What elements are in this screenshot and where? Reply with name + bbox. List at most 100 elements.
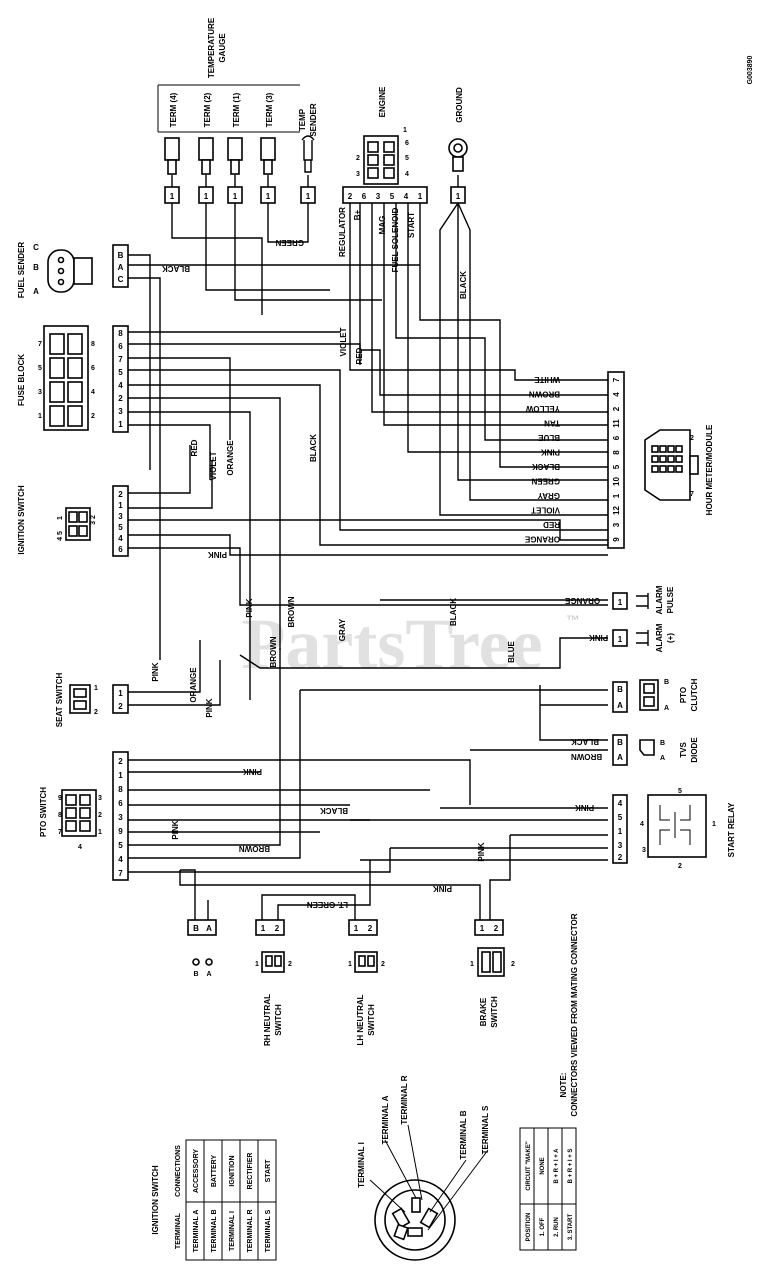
table-cell: START	[265, 1159, 272, 1183]
tvs-wire-black: BLACK	[571, 737, 599, 746]
alarm-plus-wire: PINK	[589, 633, 608, 642]
alarm-pulse: 1 ORANGE ALARM PULSE	[564, 585, 675, 614]
lh-plug-icon	[354, 951, 378, 973]
fuse-block-icon	[43, 325, 89, 431]
note-line-1: NOTE:	[559, 1073, 568, 1098]
lh-pin: 1	[354, 924, 359, 933]
fuse-num: 4	[91, 389, 95, 396]
ignition-label: 3 2	[90, 515, 97, 525]
hour-meter-wire-gray: GRAY	[537, 491, 560, 500]
hour-meter-pin: 2	[612, 406, 621, 411]
ignition-pin: 2	[118, 490, 123, 499]
fuse-pin: 5	[118, 368, 123, 377]
table-cell: 2. RUN	[554, 1217, 560, 1237]
wire-label-black: BLACK	[309, 434, 318, 462]
hour-meter-wire-green: GREEN	[531, 477, 560, 486]
fuse-pin: 2	[118, 394, 123, 403]
table-cell: CONNECTIONS	[175, 1145, 182, 1197]
alarm-plus-title-1: ALARM	[655, 623, 664, 652]
brake-label: 2	[511, 961, 515, 968]
brake-title-2: SWITCH	[490, 996, 499, 1028]
hour-meter-wire-brown: BROWN	[529, 390, 560, 399]
pto-switch-pin: 6	[118, 799, 123, 808]
pto-switch-pin: 4	[118, 855, 123, 864]
hour-meter-wire-black: BLACK	[532, 462, 560, 471]
pto-switch-pin: 2	[118, 757, 123, 766]
table-cell: 1. OFF	[540, 1217, 546, 1236]
spade-terminal-icon	[164, 137, 276, 175]
pto-switch-side: 4	[78, 844, 82, 851]
tvs-label: B	[660, 740, 665, 747]
wire-label-pink: PINK	[205, 698, 214, 717]
ignition-table-title: IGNITION SWITCH	[151, 1165, 160, 1235]
ground-ring-icon	[448, 138, 468, 172]
relay-num: 4	[640, 821, 644, 828]
pto-switch-pin: 1	[118, 771, 123, 780]
brake-title-1: BRAKE	[479, 997, 488, 1026]
fuel-sender: FUEL SENDER A B C C A B	[17, 242, 129, 299]
temp-sender-pin: 1	[306, 192, 311, 201]
fuel-sender-pin: B	[118, 251, 124, 260]
wire-label-red: RED	[190, 439, 199, 456]
hour-meter-wire-violet: VIOLET	[531, 506, 560, 515]
wire-label-pink: PINK	[151, 662, 160, 681]
temp-sender-title-1: TEMP	[298, 108, 307, 131]
wire-label-black: BLACK	[449, 598, 458, 626]
temp-gauge-term-2: TERM (2)	[203, 92, 212, 127]
ignition-label: 1	[57, 516, 64, 520]
temp-sender: TEMP SENDER 1	[298, 103, 318, 204]
hour-meter-title: HOUR METER/MODULE	[705, 424, 714, 515]
table-cell: TERMINAL A	[193, 1210, 200, 1253]
pto-clutch-label: B	[664, 679, 669, 686]
start-relay-pin: 5	[618, 813, 623, 822]
pto-switch-grid: 7	[58, 829, 62, 836]
temp-gauge-connectors: 1 1 1 1	[164, 186, 276, 204]
ground: GROUND 1	[448, 87, 468, 204]
brake-pin: 1	[480, 924, 485, 933]
hour-meter-pin: 10	[612, 477, 621, 486]
fuse-num: 1	[38, 413, 42, 420]
hour-meter-wire-colors: WHITEBROWNYELLOWTANBLUEPINKBLACKGREENGRA…	[524, 375, 560, 544]
ground-pin: 1	[456, 192, 461, 201]
alarm-plus-pin: 1	[618, 635, 623, 644]
tvs-label: A	[660, 755, 665, 762]
wires	[128, 84, 608, 920]
pto-switch-pin: 5	[118, 841, 123, 850]
ignition-switch-face: TERMINAL I TERMINAL A TERMINAL R TERMINA…	[357, 1075, 490, 1261]
diode-icon	[639, 739, 655, 756]
engine-plug-pin: 2	[356, 155, 360, 162]
alarm-pulse-pin: 1	[618, 598, 623, 607]
pin-label: 1	[233, 192, 238, 201]
hour-meter-pin: 8	[612, 450, 621, 455]
pin-label: 1	[204, 192, 209, 201]
seat-switch: SEAT SWITCH 1 2 1 2	[55, 673, 129, 727]
lh-neutral-switch: 1 2 1 2 LH NEUTRAL SWITCH	[348, 919, 385, 1046]
tvs-title-1: TVS	[679, 742, 688, 758]
pto-clutch-title-1: PTO	[679, 687, 688, 703]
lh-pin: 2	[368, 924, 373, 933]
start-relay-title: START RELAY	[727, 802, 736, 857]
wire-label-pink: PINK	[243, 767, 262, 776]
table-cell: POSITION	[526, 1213, 532, 1242]
engine-plug-pin: 1	[403, 127, 407, 134]
fuel-sender-label: A	[33, 287, 39, 296]
rh-title-2: SWITCH	[274, 1004, 283, 1036]
note: NOTE: CONNECTORS VIEWED FROM MATING CONN…	[559, 913, 579, 1116]
terminal-label: TERMINAL R	[400, 1075, 409, 1124]
fuel-sender-title: FUEL SENDER	[17, 242, 26, 299]
fuse-num: 5	[38, 365, 42, 372]
temp-gauge-title-2: GAUGE	[218, 33, 227, 63]
tvs-pin: B	[617, 738, 623, 747]
seat-switch-plug-icon	[69, 684, 91, 714]
alarm-terminal-icon	[636, 630, 649, 646]
pto-switch-grid: 1	[98, 829, 102, 836]
engine-plug-pin: 6	[405, 140, 409, 147]
pto-switch-pin: 9	[118, 827, 123, 836]
pto-clutch-pin: B	[617, 685, 623, 694]
engine-plug-pin: 4	[405, 171, 409, 178]
table-row	[257, 1139, 277, 1261]
terminal-label: TERMINAL S	[481, 1105, 490, 1154]
rh-pin: 1	[261, 924, 266, 933]
hour-meter-pin: 3	[612, 522, 621, 527]
